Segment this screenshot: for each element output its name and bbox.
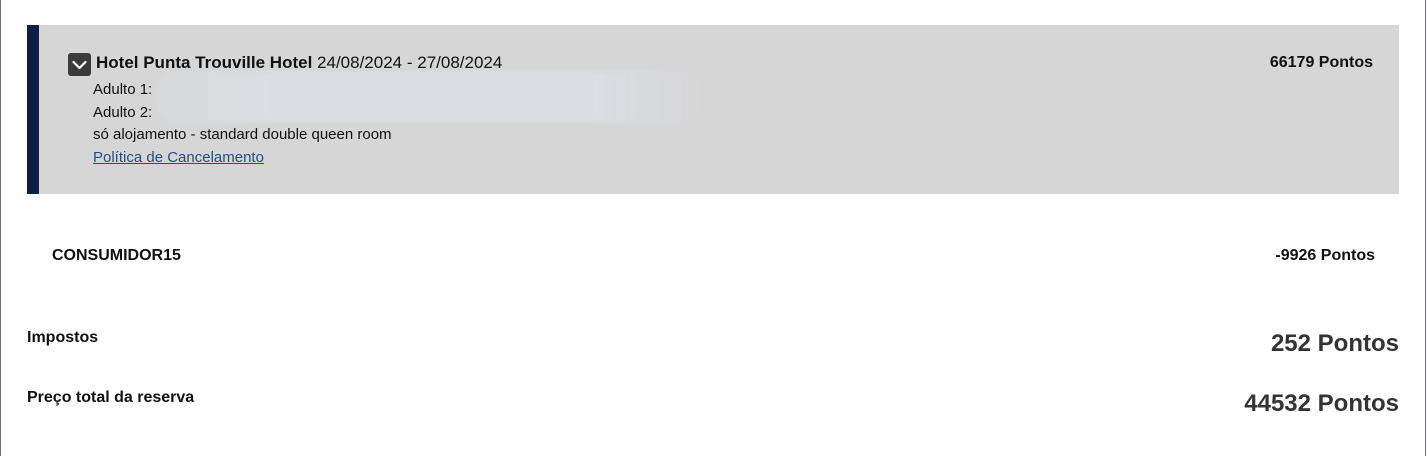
total-value: 44532 Pontos — [1244, 390, 1399, 417]
total-label: Preço total da reserva — [27, 389, 195, 406]
discount-value: -9926 Pontos — [1275, 247, 1375, 264]
room-description: só alojamento - standard double queen ro… — [93, 126, 392, 143]
cancellation-policy-link[interactable]: Política de Cancelamento — [93, 149, 264, 166]
hotel-booking-card: Hotel Punta Trouville Hotel 24/08/2024 -… — [27, 25, 1399, 194]
expand-collapse-button[interactable] — [68, 53, 91, 76]
stay-dates: 24/08/2024 - 27/08/2024 — [317, 53, 503, 72]
guest-adult-1: Adulto 1: — [93, 81, 153, 98]
taxes-label: Impostos — [27, 329, 99, 346]
hotel-name: Hotel Punta Trouville Hotel — [96, 53, 313, 72]
total-row: Preço total da reserva 44532 Pontos — [27, 389, 1399, 423]
chevron-down-icon — [72, 60, 87, 69]
redacted-guest-names — [157, 71, 707, 123]
taxes-value: 252 Pontos — [1270, 330, 1399, 357]
card-accent-bar — [27, 25, 39, 194]
hotel-price: 66179 Pontos — [1269, 54, 1373, 71]
guest-adult-2: Adulto 2: — [93, 104, 153, 121]
hotel-title: Hotel Punta Trouville Hotel 24/08/2024 -… — [96, 53, 502, 73]
discount-code: CONSUMIDOR15 — [52, 247, 181, 264]
taxes-row: Impostos 252 Pontos — [27, 329, 1399, 363]
discount-row: CONSUMIDOR15 -9926 Pontos — [52, 247, 1375, 267]
